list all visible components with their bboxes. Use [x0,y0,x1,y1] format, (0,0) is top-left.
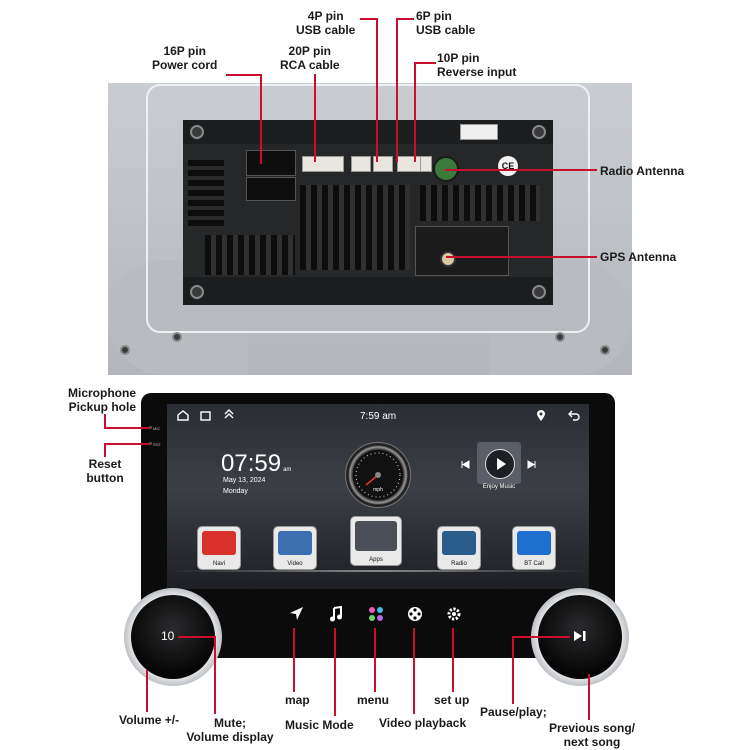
connector-10p [420,156,432,172]
mic-marking: MIC [153,426,161,431]
clock-date: May 13, 2024 [223,477,266,484]
connector-16p [246,150,296,176]
chassis-bottom-strip [183,277,553,305]
clock-suffix: am [283,467,292,473]
label-mute: Mute; Volume display [186,716,274,744]
app-apps[interactable]: Apps [350,516,402,566]
screw [120,345,130,355]
clock-day: Monday [223,488,248,495]
next-icon[interactable] [527,456,536,474]
screw [532,285,546,299]
play-pause-icon [573,629,587,647]
label-radio-antenna: Radio Antenna [600,164,685,178]
label-reset: Reset button [86,457,124,485]
label-prev-next: Previous song/ next song [548,721,636,749]
label-pause-play: Pause/play; [480,705,547,719]
app-bt-call-label: BT Call [524,561,544,567]
label-music-mode: Music Mode [285,718,354,732]
play-icon[interactable] [485,449,515,479]
gps-module-box [415,226,509,276]
home-icon[interactable] [177,410,189,424]
screw [555,332,565,342]
clock-time: 07:59 [221,450,282,477]
reset-button[interactable] [149,442,152,445]
recent-apps-icon[interactable] [200,410,212,424]
film-reel-icon[interactable] [405,606,425,627]
back-icon[interactable] [568,410,580,424]
heatsink-fins-right [420,185,540,221]
status-time: 7:59 am [360,411,397,422]
label-20p-rca: 20P pin RCA cable [280,44,340,72]
plate-frame [146,84,590,333]
music-note-icon[interactable] [326,605,346,627]
app-navi-label: Navi [212,561,225,567]
label-6p-usb: 6P pin USB cable [416,9,476,37]
label-set-up: set up [434,693,470,707]
radio-icon [442,531,476,555]
video-icon [278,531,312,555]
screw [532,125,546,139]
heatsink-fins-center [300,185,410,270]
gauge-unit: mph [373,487,383,493]
label-video-playback: Video playback [379,716,467,730]
navigation-arrow-icon[interactable] [286,606,306,627]
volume-display: 10 [161,629,175,643]
app-radio-label: Radio [451,561,467,567]
location-icon [536,410,546,425]
serial-label [460,124,498,140]
connector-16p-lower [246,177,296,201]
bluetooth-icon [517,531,551,555]
app-video-label: Video [287,561,303,567]
connector-4p [373,156,393,172]
rst-marking: RST [153,442,161,447]
previous-icon[interactable] [461,456,470,474]
microphone-hole [149,426,152,429]
app-apps-label: Apps [369,557,383,563]
navigation-icon [202,531,236,555]
screw [172,332,182,342]
screw [190,125,204,139]
screw [600,345,610,355]
connector-20p [302,156,344,172]
speedometer-gauge: mph [345,442,411,508]
heatsink-fins-left [188,160,224,230]
app-video[interactable]: Video [273,526,317,570]
apps-grid-icon [355,521,397,551]
label-microphone: Microphone Pickup hole [68,386,136,414]
label-map: map [285,693,310,707]
music-label: Enjoy Music [482,484,516,490]
label-gps-antenna: GPS Antenna [600,250,677,264]
menu-grid-icon[interactable] [366,606,386,627]
label-volume: Volume +/- [119,713,180,727]
label-16p-power: 16P pin Power cord [152,44,218,72]
connector-usb-a [351,156,371,172]
label-10p-reverse: 10P pin Reverse input [437,51,517,79]
ce-mark-icon: CE [498,156,518,176]
gps-antenna-jack [440,251,456,267]
app-radio[interactable]: Radio [437,526,481,570]
connector-6p [397,156,421,172]
screw [190,285,204,299]
app-bt-call[interactable]: BT Call [512,526,556,570]
gear-icon[interactable] [444,606,464,627]
label-4p-usb: 4P pin USB cable [296,9,356,37]
heatsink-fins-bottom [205,235,295,275]
chevron-up-icon[interactable] [223,408,235,423]
app-navi[interactable]: Navi [197,526,241,570]
reflection-line [167,570,589,572]
label-menu: menu [357,693,390,707]
